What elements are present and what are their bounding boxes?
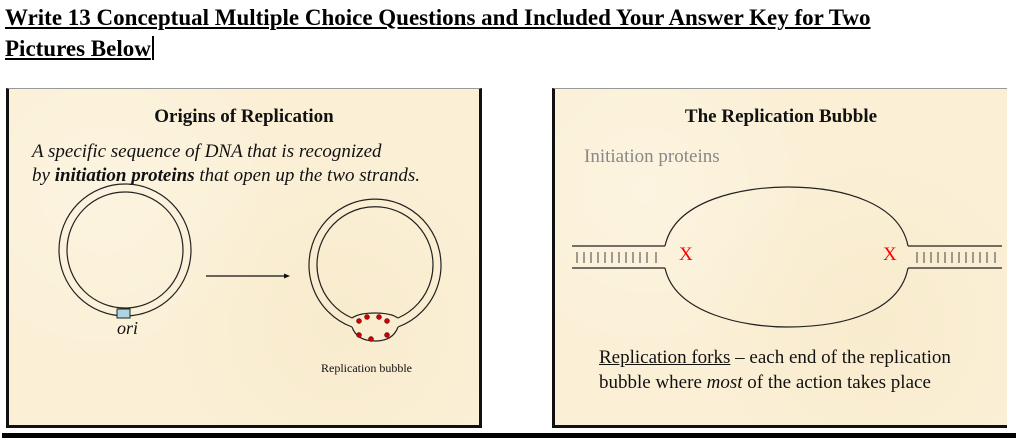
fork-marker-left: X: [679, 244, 693, 265]
slide-origins-of-replication: Origins of Replication A specific sequen…: [6, 88, 482, 428]
replication-forks-definition: Replication forks – each end of the repl…: [599, 347, 951, 393]
replication-bubble-icon: [572, 186, 1002, 328]
base-pairs-left-icon: [576, 252, 657, 263]
replication-diagram: [58, 183, 442, 342]
replication-bubble-label: Replication bubble: [321, 361, 412, 375]
base-pairs-right-icon: [916, 252, 996, 263]
circular-dna-icon: [58, 183, 192, 319]
term-initiation-proteins: initiation proteins: [54, 165, 195, 186]
initiation-protein-dots: [356, 314, 390, 342]
term-replication-forks: Replication forks: [599, 347, 731, 368]
ori-label: ori: [117, 318, 139, 338]
page-heading: Write 13 Conceptual Multiple Choice Ques…: [5, 2, 1015, 64]
fork-marker-right: X: [883, 244, 897, 265]
replication-bubble-diagram: [572, 186, 1002, 328]
initiation-proteins-label: Initiation proteins: [584, 146, 720, 167]
dna-with-replication-bubble-icon: [308, 198, 442, 342]
bottom-divider: [2, 433, 1016, 438]
arrow-right-icon: [206, 273, 290, 279]
slide-description: A specific sequence of DNA that is recog…: [32, 141, 420, 186]
slide-title: Origins of Replication: [154, 106, 334, 127]
ori-site-icon: [116, 308, 131, 319]
slide-replication-bubble: The Replication Bubble Initiation protei…: [552, 88, 1007, 428]
heading-line-1: Write 13 Conceptual Multiple Choice Ques…: [5, 5, 871, 30]
text-cursor: [151, 36, 154, 60]
heading-line-2: Pictures Below: [5, 36, 151, 61]
slide-title: The Replication Bubble: [684, 106, 878, 127]
